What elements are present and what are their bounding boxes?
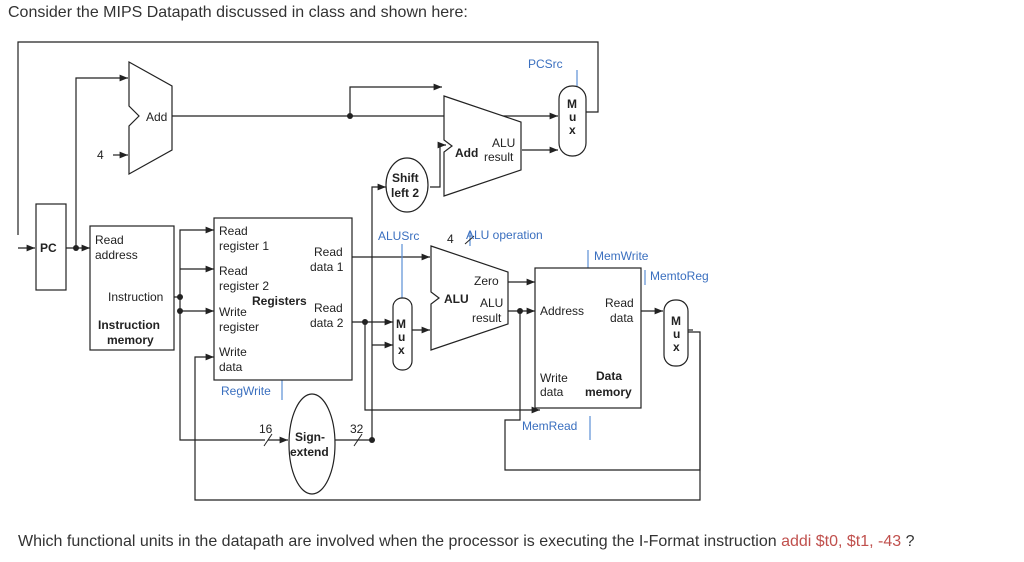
branch-adder-result-label: result <box>484 150 514 164</box>
regwrite-label: RegWrite <box>221 384 271 398</box>
dm-address-label: Address <box>540 304 584 318</box>
dm-read-label: Read <box>605 296 634 310</box>
memtoreg-label: MemtoReg <box>650 269 709 283</box>
instruction-memory <box>89 225 175 351</box>
shift-label-line1: Shift <box>392 171 419 185</box>
rf-write-reg-line1: Write <box>219 305 247 319</box>
rf-read-reg2-line1: Read <box>219 264 248 278</box>
intro-text: Consider the MIPS Datapath discussed in … <box>8 4 468 21</box>
rf-read-reg2-line2: register 2 <box>219 279 269 293</box>
alusrc-mux-u: u <box>398 330 405 344</box>
memtoreg-mux-m: M <box>671 314 681 328</box>
im-title-line2: memory <box>107 333 154 347</box>
rf-title: Registers <box>252 294 307 308</box>
alu-zero-label: Zero <box>474 274 499 288</box>
rf-write-data-line2: data <box>219 360 243 374</box>
im-address-label: address <box>95 248 138 262</box>
rf-read-data2-line1: Read <box>314 301 343 315</box>
pc-adder-label: Add <box>146 110 167 124</box>
alu-result-label: result <box>472 311 502 325</box>
rf-write-reg-line2: register <box>219 320 259 334</box>
dm-write-data-label: data <box>540 385 564 399</box>
main-alu <box>430 245 509 351</box>
sign-extend-in-bits: 16 <box>259 422 273 436</box>
rf-read-reg1-line1: Read <box>219 224 248 238</box>
dm-title-line2: memory <box>585 385 632 399</box>
const-four-label: 4 <box>97 148 104 162</box>
pc-adder <box>128 60 173 176</box>
pcsrc-label: PCSrc <box>528 57 563 71</box>
memtoreg-mux-u: u <box>673 327 680 341</box>
data-memory <box>534 267 642 409</box>
rf-read-data1-line2: data 1 <box>310 260 344 274</box>
rf-read-data2-line2: data 2 <box>310 316 344 330</box>
alu-op-bits: 4 <box>447 232 454 246</box>
branch-adder-add-label: Add <box>455 146 478 160</box>
rf-read-reg1-line2: register 1 <box>219 239 269 253</box>
pc-feedback-wire <box>17 41 599 235</box>
sign-extend-line2: extend <box>290 445 329 459</box>
branch-adder <box>443 95 522 197</box>
branch-adder-alu-label: ALU <box>492 136 515 150</box>
shift-label-line2: left 2 <box>391 186 419 200</box>
pcsrc-mux-u: u <box>569 110 576 124</box>
alusrc-mux-m: M <box>396 317 406 331</box>
rf-read-data1-line1: Read <box>314 245 343 259</box>
dm-title-line1: Data <box>596 369 622 383</box>
memwrite-label: MemWrite <box>594 249 649 263</box>
question-prefix: Which functional units in the datapath a… <box>18 533 782 550</box>
im-instruction-label: Instruction <box>108 290 163 304</box>
question-suffix: ? <box>901 533 915 550</box>
pc-label: PC <box>40 241 57 255</box>
im-title-line1: Instruction <box>98 318 160 332</box>
memread-label: MemRead <box>522 419 577 433</box>
sign-extend-out-bits: 32 <box>350 422 364 436</box>
register-file <box>213 217 353 381</box>
alu-operation-label: ALU operation <box>466 228 543 242</box>
question-text: Which functional units in the datapath a… <box>18 533 915 551</box>
alusrc-mux <box>392 297 413 371</box>
dm-data-label: data <box>610 311 634 325</box>
pcsrc-mux-x: x <box>569 123 576 137</box>
dm-write-label: Write <box>540 371 568 385</box>
pcsrc-mux <box>558 85 587 157</box>
pcsrc-mux-m: M <box>567 97 577 111</box>
sign-extend-unit <box>288 393 336 495</box>
alu-title: ALU <box>444 292 469 306</box>
alu-small-label: ALU <box>480 296 503 310</box>
memtoreg-mux-x: x <box>673 340 680 354</box>
im-read-label: Read <box>95 233 124 247</box>
alusrc-label: ALUSrc <box>378 229 419 243</box>
question-instruction: addi $t0, $t1, -43 <box>781 533 902 550</box>
memtoreg-mux <box>663 299 689 367</box>
sign-extend-line1: Sign- <box>295 430 325 444</box>
rf-write-data-line1: Write <box>219 345 247 359</box>
shift-left-2-unit <box>385 157 429 213</box>
alusrc-mux-x: x <box>398 343 405 357</box>
pc-register <box>35 203 67 291</box>
